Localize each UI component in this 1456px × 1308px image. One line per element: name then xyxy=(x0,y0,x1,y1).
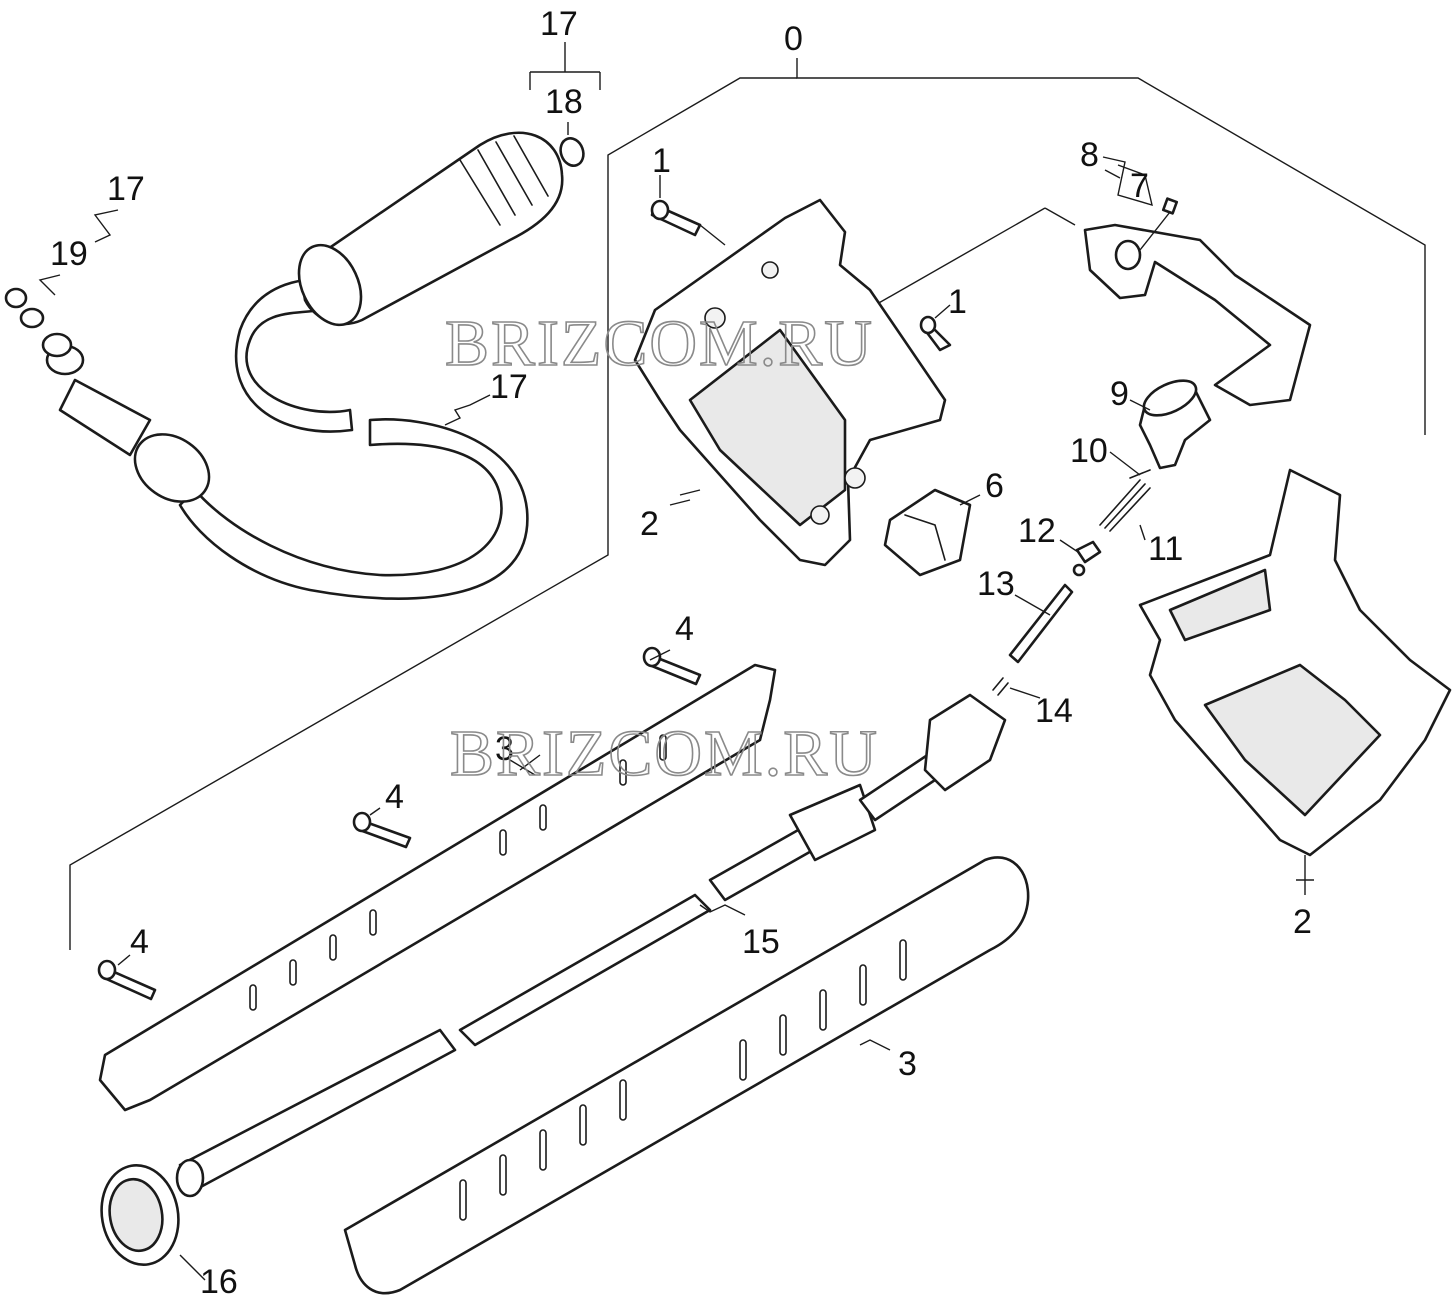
callout-17-left: 17 xyxy=(107,170,145,208)
callout-2-left: 2 xyxy=(640,505,659,543)
oring-18[interactable] xyxy=(557,135,587,169)
callout-12: 12 xyxy=(1018,512,1056,550)
screw-4-mid[interactable] xyxy=(352,811,412,849)
rod-13[interactable] xyxy=(1008,563,1086,664)
pin-7[interactable] xyxy=(1161,197,1179,215)
callout-8: 8 xyxy=(1080,136,1099,174)
callout-labels: 0 17 18 17 19 17 1 1 8 7 9 10 6 12 11 2 … xyxy=(50,5,1312,1301)
callout-6: 6 xyxy=(985,467,1004,505)
callout-2-right: 2 xyxy=(1293,903,1312,941)
holder-6[interactable] xyxy=(883,488,972,577)
spring-11[interactable] xyxy=(1099,479,1151,532)
callout-17-mid: 17 xyxy=(490,368,528,406)
callout-1-mid: 1 xyxy=(948,283,967,321)
watermark-top: BRIZCOM.RU xyxy=(445,307,874,380)
callout-1-top: 1 xyxy=(652,142,671,180)
callout-4-top: 4 xyxy=(675,610,694,648)
cover-half-upper[interactable] xyxy=(98,663,777,1112)
callout-15: 15 xyxy=(742,923,780,961)
trigger-8[interactable] xyxy=(1083,223,1312,407)
watermark-bottom: BRIZCOM.RU xyxy=(450,717,879,790)
screw-4-left[interactable] xyxy=(97,959,157,1001)
callout-4-left: 4 xyxy=(130,923,149,961)
housing-half-right[interactable] xyxy=(1138,468,1452,857)
callout-9: 9 xyxy=(1110,375,1129,413)
valve-9[interactable] xyxy=(1138,373,1212,470)
screw-1-top[interactable] xyxy=(650,199,702,237)
oring-14[interactable] xyxy=(992,677,1009,696)
callout-14: 14 xyxy=(1035,692,1073,730)
cover-half-lower[interactable] xyxy=(343,856,1030,1295)
screw-4-top[interactable] xyxy=(642,646,702,686)
callout-4-mid: 4 xyxy=(385,778,404,816)
pipe-15[interactable] xyxy=(175,693,1007,1198)
callout-13: 13 xyxy=(977,565,1015,603)
cover-ribs-lower xyxy=(459,939,907,1221)
assembly-bracket xyxy=(69,58,1426,950)
callout-7: 7 xyxy=(1130,167,1149,205)
nut-16[interactable] xyxy=(94,1159,186,1271)
leader-lines xyxy=(38,42,1314,1281)
callout-17-top: 17 xyxy=(540,5,578,43)
callout-18: 18 xyxy=(545,83,583,121)
oring-19[interactable] xyxy=(4,287,45,329)
housing-half-left[interactable] xyxy=(633,198,947,567)
callout-11: 11 xyxy=(1148,530,1183,568)
screw-1-mid[interactable] xyxy=(919,315,952,352)
callout-0: 0 xyxy=(784,20,803,58)
callout-3-bottom: 3 xyxy=(898,1045,917,1083)
cover-ribs-upper xyxy=(249,734,667,1011)
callout-3-top: 3 xyxy=(495,730,514,768)
ring-10[interactable] xyxy=(1129,469,1151,479)
callout-16: 16 xyxy=(200,1263,238,1301)
hose-17[interactable] xyxy=(41,131,564,600)
ball-12[interactable] xyxy=(1075,540,1102,564)
callout-19: 19 xyxy=(50,235,88,273)
callout-10: 10 xyxy=(1070,432,1108,470)
